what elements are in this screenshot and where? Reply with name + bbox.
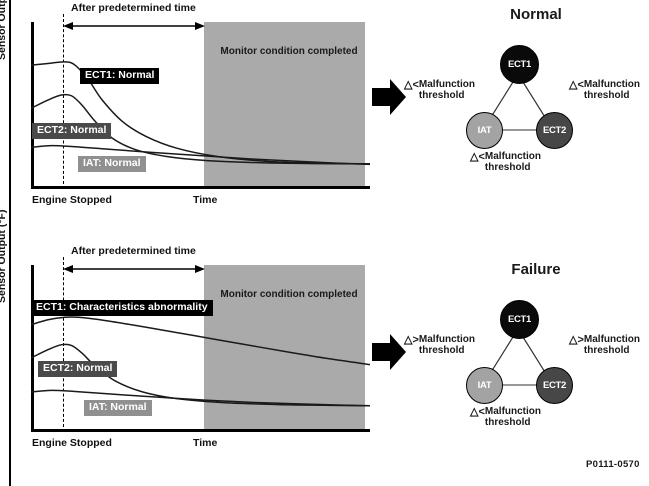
threshold-left-failure: △ > Malfunction threshold	[404, 334, 476, 356]
monitor-condition-label: Monitor condition completed	[220, 46, 358, 57]
x-axis-line-failure	[31, 429, 370, 432]
x-axis-title: Time	[193, 194, 218, 206]
threshold-symbol-left: △	[404, 79, 413, 91]
threshold-text-line2-bottom-failure: threshold	[484, 416, 531, 428]
series-chip-ect1-failure: ECT1: Characteristics abnormality	[31, 300, 213, 316]
sensor-curves-normal	[31, 61, 370, 166]
page-left-rule-bottom	[9, 247, 11, 486]
threshold-relation-right-failure: >	[577, 334, 584, 346]
threshold-text-line1-bottom-failure: Malfunction	[484, 406, 542, 417]
threshold-text-line1-right-failure: Malfunction	[583, 334, 641, 345]
panel-failure: Sensor Output (°F) Monitor condition com…	[0, 210, 649, 486]
predetermined-time-arrow-failure	[63, 265, 205, 273]
threshold-relation-bottom-failure: <	[478, 406, 485, 418]
flow-arrow-icon-failure	[372, 334, 406, 370]
threshold-text-line2-right: threshold	[583, 89, 630, 101]
threshold-text-line2-right-failure: threshold	[583, 344, 630, 356]
threshold-right: △ < Malfunction threshold	[569, 79, 641, 101]
threshold-bottom-failure: △ < Malfunction threshold	[470, 406, 542, 428]
panel-normal: Sensor Output (°F) Monitor condition com…	[0, 0, 649, 222]
threshold-text-line2-left-failure: threshold	[418, 344, 465, 356]
x-tick-engine-stopped-failure: Engine Stopped	[32, 437, 112, 449]
node-iat-failure[interactable]: IAT	[466, 367, 503, 404]
threshold-text-line2-left: threshold	[418, 89, 465, 101]
monitor-condition-label-failure: Monitor condition completed	[220, 289, 358, 300]
x-tick-engine-stopped: Engine Stopped	[32, 194, 112, 206]
chart-normal: Sensor Output (°F) Monitor condition com…	[0, 0, 371, 220]
threshold-symbol-bottom-failure: △	[470, 406, 479, 418]
threshold-right-failure: △ > Malfunction threshold	[569, 334, 641, 356]
node-iat[interactable]: IAT	[466, 112, 503, 149]
predetermined-time-label: After predetermined time	[71, 2, 196, 14]
threshold-relation-left-failure: >	[412, 334, 419, 346]
series-chip-ect2-failure: ECT2: Normal	[38, 361, 118, 377]
predetermined-time-arrow	[63, 22, 205, 30]
threshold-relation-right: <	[577, 79, 584, 91]
series-chip-ect1: ECT1: Normal	[80, 68, 160, 84]
x-axis-title-failure: Time	[193, 437, 218, 449]
threshold-text-line1-right: Malfunction	[583, 79, 641, 90]
y-axis-label: Sensor Output (°F)	[0, 0, 8, 60]
threshold-relation-left: <	[412, 79, 419, 91]
page-left-rule-top	[9, 0, 11, 247]
node-ect1-failure[interactable]: ECT1	[500, 300, 539, 339]
y-axis-line	[31, 22, 34, 189]
threshold-relation-bottom: <	[478, 151, 485, 163]
y-axis-label-failure: Sensor Output (°F)	[0, 209, 8, 303]
series-chip-iat: IAT: Normal	[78, 156, 146, 172]
series-chip-iat-failure: IAT: Normal	[84, 400, 152, 416]
threshold-symbol-left-failure: △	[404, 334, 413, 346]
diagram-title-failure: Failure	[511, 261, 561, 278]
threshold-text-line1-left-failure: Malfunction	[418, 334, 476, 345]
node-ect1[interactable]: ECT1	[500, 45, 539, 84]
threshold-left: △ < Malfunction threshold	[404, 79, 476, 101]
figure-code: P0111-0570	[586, 459, 640, 470]
engine-stopped-marker	[63, 14, 64, 189]
threshold-symbol-right-failure: △	[569, 334, 578, 346]
threshold-bottom: △ < Malfunction threshold	[470, 151, 542, 173]
chart-failure: Sensor Output (°F) Monitor condition com…	[0, 210, 371, 463]
threshold-symbol-right: △	[569, 79, 578, 91]
sensor-curves-failure	[31, 316, 370, 407]
flow-arrow-icon	[372, 79, 406, 115]
threshold-text-line2-bottom: threshold	[484, 161, 531, 173]
node-ect2-failure[interactable]: ECT2	[536, 367, 573, 404]
x-axis-line	[31, 186, 370, 189]
threshold-text-line1-left: Malfunction	[418, 79, 476, 90]
y-axis-line-failure	[31, 265, 34, 432]
threshold-text-line1-bottom: Malfunction	[484, 151, 542, 162]
triangle-diagram-normal: Normal ECT1 IAT ECT2 △ < Malfunction thr…	[392, 2, 649, 222]
predetermined-time-label-failure: After predetermined time	[71, 245, 196, 257]
diagram-title-normal: Normal	[510, 6, 562, 23]
node-ect2[interactable]: ECT2	[536, 112, 573, 149]
triangle-diagram-failure: Failure ECT1 IAT ECT2 △ > Malfunction th…	[392, 257, 649, 477]
series-chip-ect2: ECT2: Normal	[32, 123, 112, 139]
threshold-symbol-bottom: △	[470, 151, 479, 163]
